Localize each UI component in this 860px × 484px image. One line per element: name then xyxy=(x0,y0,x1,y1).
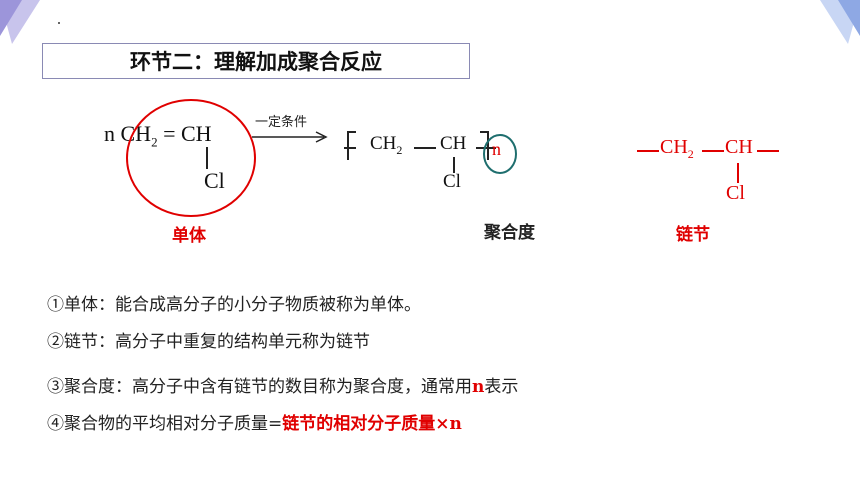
corner-decoration-top-left xyxy=(0,0,40,44)
label-link: 链节 xyxy=(676,225,710,245)
section-title-box: 环节二：理解加成聚合反应 xyxy=(42,43,470,79)
reaction-condition: 一定条件 xyxy=(255,115,308,130)
monomer-bond-vertical xyxy=(206,147,208,169)
polymer-ch2-group: CH2 xyxy=(370,133,402,158)
section-title: 环节二：理解加成聚合反应 xyxy=(130,49,382,74)
polymer-degree-n: n xyxy=(492,139,501,159)
link-cl: Cl xyxy=(726,182,745,204)
link-ch2-subscript: 2 xyxy=(687,147,694,161)
link-ch2: CH xyxy=(660,136,688,158)
degree-circle xyxy=(483,134,517,174)
label-degree: 聚合度 xyxy=(484,223,535,243)
definition-degree-n: n xyxy=(472,377,485,397)
link-bond-right xyxy=(757,150,779,152)
corner-decoration-top-right xyxy=(820,0,860,44)
polymer-cl: Cl xyxy=(443,171,461,192)
monomer-ch: CH xyxy=(180,121,212,146)
reaction-arrow xyxy=(252,131,328,143)
definition-mass-formula: 链节的相对分子质量×n xyxy=(282,414,462,434)
definition-degree: ③聚合度：高分子中含有链节的数目称为聚合度，通常用n表示 xyxy=(47,372,518,397)
polymer-brackets xyxy=(344,131,496,160)
link-bond-middle xyxy=(702,150,724,152)
polymer-ch: CH xyxy=(440,133,467,154)
monomer-circle xyxy=(126,99,256,217)
definition-mass: ④聚合物的平均相对分子质量=链节的相对分子质量×n xyxy=(47,409,462,434)
definition-degree-tail: 表示 xyxy=(484,377,519,397)
monomer-cl: Cl xyxy=(204,168,225,193)
dot-mark xyxy=(58,22,60,24)
link-ch2-group: CH2 xyxy=(660,136,694,162)
polymer-ch2: CH xyxy=(370,133,397,154)
link-ch: CH xyxy=(725,136,753,158)
definition-mass-text: ④聚合物的平均相对分子质量= xyxy=(47,414,283,434)
link-bond-left xyxy=(637,150,659,152)
monomer-formula: n CH2 = CH xyxy=(104,121,212,150)
link-bond-vertical xyxy=(737,163,739,183)
definition-degree-text: ③聚合度：高分子中含有链节的数目称为聚合度，通常用 xyxy=(47,377,472,397)
monomer-n: n xyxy=(104,121,115,146)
label-monomer: 单体 xyxy=(172,226,206,246)
definition-link: ②链节：高分子中重复的结构单元称为链节 xyxy=(47,332,370,352)
monomer-ch2: CH xyxy=(120,121,152,146)
definition-monomer: ①单体：能合成高分子的小分子物质被称为单体。 xyxy=(47,295,421,315)
monomer-double-bond: = xyxy=(163,121,176,146)
polymer-bond-vertical xyxy=(453,157,455,173)
polymer-ch2-subscript: 2 xyxy=(396,142,403,157)
monomer-ch2-subscript: 2 xyxy=(151,134,158,150)
